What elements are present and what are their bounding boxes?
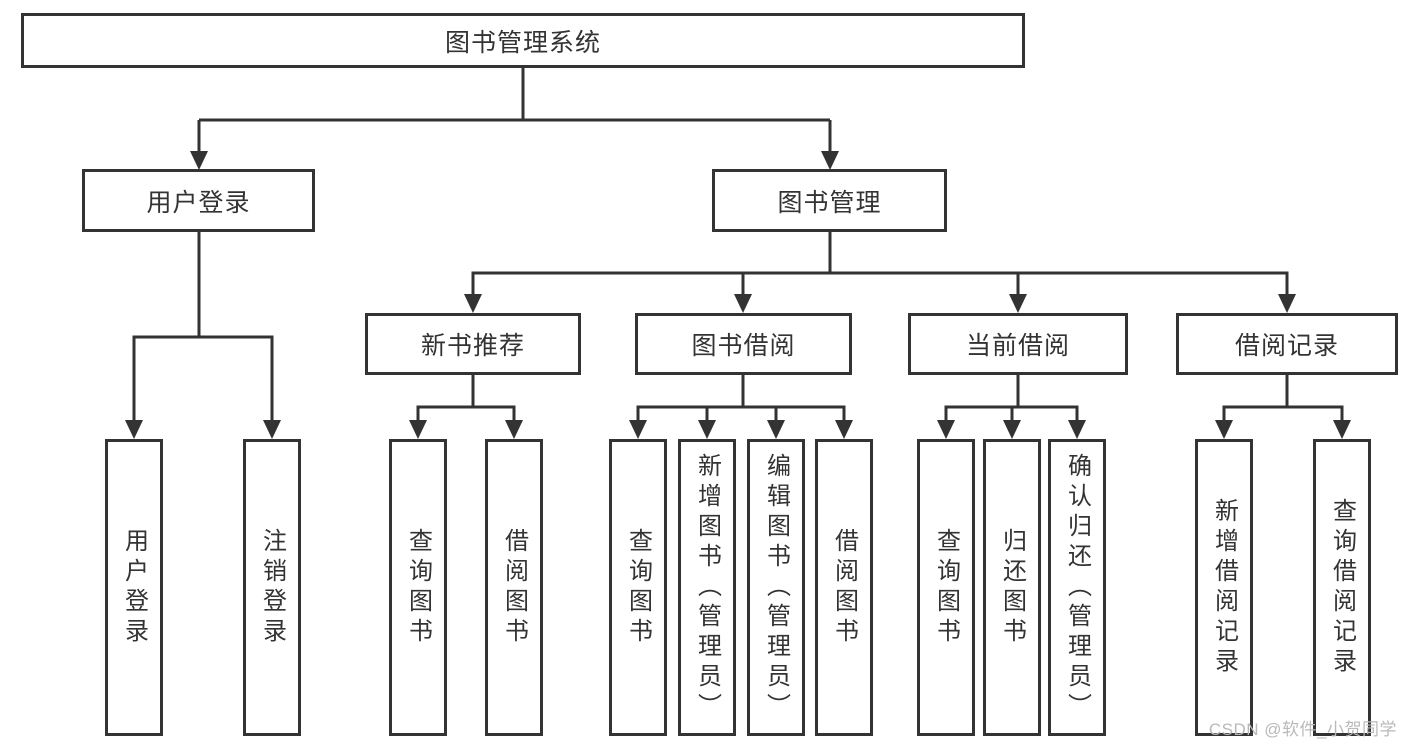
leaf-borrow-books-2: 借阅图书 bbox=[815, 439, 873, 736]
leaf-add-book-admin: 新增图书（管理员） bbox=[678, 439, 736, 736]
watermark: CSDN @软件_小贺同学 bbox=[1208, 720, 1397, 739]
leaf-query-books-recommend: 查询图书 bbox=[389, 439, 447, 736]
leaf-user-login: 用户登录 bbox=[105, 439, 163, 736]
leaf-return-book: 归还图书 bbox=[983, 439, 1041, 736]
leaf-add-borrow-record: 新增借阅记录 bbox=[1195, 439, 1253, 736]
leaf-edit-book-admin: 编辑图书（管理员） bbox=[747, 439, 805, 736]
node-user-login: 用户登录 bbox=[82, 169, 315, 232]
leaf-confirm-return-admin: 确认归还（管理员） bbox=[1048, 439, 1106, 736]
node-book-borrow: 图书借阅 bbox=[635, 313, 852, 375]
node-new-book-recommend: 新书推荐 bbox=[365, 313, 581, 375]
node-book-management: 图书管理 bbox=[712, 169, 947, 232]
node-current-borrow: 当前借阅 bbox=[908, 313, 1128, 375]
leaf-borrow-books-recommend: 借阅图书 bbox=[485, 439, 543, 736]
node-library-management-system: 图书管理系统 bbox=[21, 13, 1025, 68]
leaf-query-books-borrow: 查询图书 bbox=[609, 439, 667, 736]
leaf-logout: 注销登录 bbox=[243, 439, 301, 736]
leaf-query-books-current: 查询图书 bbox=[917, 439, 975, 736]
leaf-query-borrow-record: 查询借阅记录 bbox=[1313, 439, 1371, 736]
node-borrow-records: 借阅记录 bbox=[1176, 313, 1398, 375]
